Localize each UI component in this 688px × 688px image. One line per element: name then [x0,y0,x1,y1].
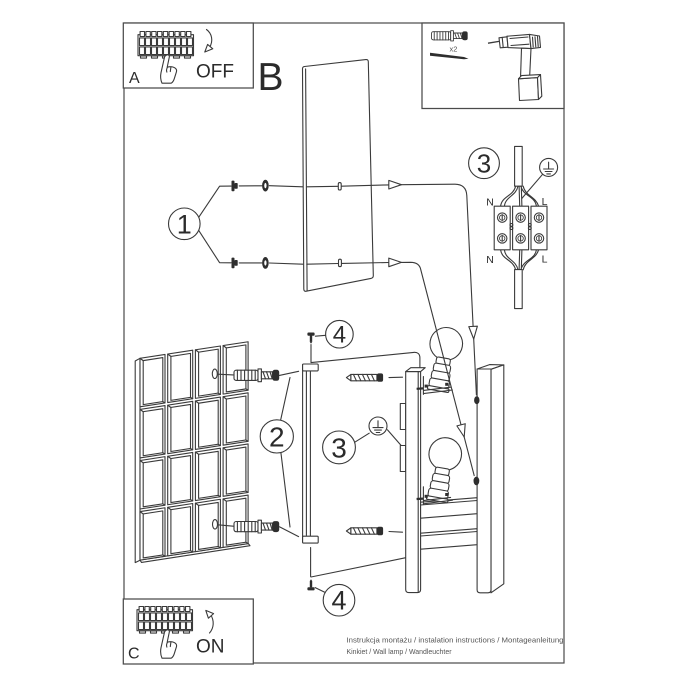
section-a-label: A [129,70,140,87]
back-panel-label: B [258,56,284,99]
washer-icon [262,257,269,269]
lamp-bracket [405,371,422,594]
wiring-diagram: 3 N L N L [468,145,559,310]
step-3-number: 3 [331,432,347,463]
step-4-number-bottom: 4 [331,586,346,616]
footer-line1: Instrukcja montażu / instalation instruc… [347,636,564,645]
breaker-panel-icon [136,605,194,634]
off-arrow-icon [205,28,213,49]
wall-hole-top [211,368,218,380]
cover-mount-dot [474,396,480,405]
step-4-number: 4 [333,322,346,349]
wall-hole-bottom [211,519,219,530]
terminal-screw-icon [515,233,526,244]
lamp-cover-front [476,368,492,594]
terminal-screw-icon [496,233,508,244]
drill-icon [487,33,543,102]
anchor-quantity: x2 [450,45,458,54]
long-screw-icon [430,52,469,60]
label-neutral-top: N [486,197,494,209]
label-live-bottom: L [542,253,548,265]
panel-hole [337,182,342,191]
cover-mount-dot [473,476,480,486]
sheet-frame [123,22,565,664]
label-neutral-bottom: N [486,254,494,266]
mounting-screw-icon [345,372,384,383]
socket-bracket [416,376,453,395]
label-live-top: L [542,196,548,208]
breaker-panel-icon [137,30,195,59]
off-label: OFF [196,62,234,83]
section-c-label: C [128,646,140,663]
step-3-ground: 3 [322,416,404,465]
power-off-box: A OFF [122,22,254,89]
step-3-number-wiring: 3 [477,148,491,178]
step-1-number: 1 [177,209,192,239]
step-1-fasteners: 1 [167,179,390,269]
tools-box: x2 [421,22,565,110]
terminal-screw-icon [533,212,545,223]
on-label: ON [196,637,225,658]
mounting-plate [302,363,319,544]
lamp-cover-side [490,364,505,594]
power-cable-bottom [514,269,523,310]
power-on-box: C ON [122,598,254,665]
socket-bracket [416,486,453,506]
terminal-screw-icon [533,233,545,244]
brick-tile [139,353,166,408]
step-4-top: 4 [307,319,421,368]
ground-icon [539,157,559,177]
terminal-screw-icon [496,212,508,223]
mounting-screw-icon [345,526,384,536]
panel-hole [337,258,342,268]
footer-line2: Kinkiet / Wall lamp / Wandleuchter [347,647,452,656]
back-panel [301,59,374,292]
ground-icon [368,416,388,436]
brick-wall [134,341,300,564]
step-2-badge: 2 [259,376,294,528]
terminal-screw-icon [515,212,526,223]
wall-lamp [399,324,505,594]
power-cable-top [514,145,523,187]
panel-leader-lines [388,179,480,486]
washer-icon [262,179,269,192]
step-2-number: 2 [269,421,285,452]
